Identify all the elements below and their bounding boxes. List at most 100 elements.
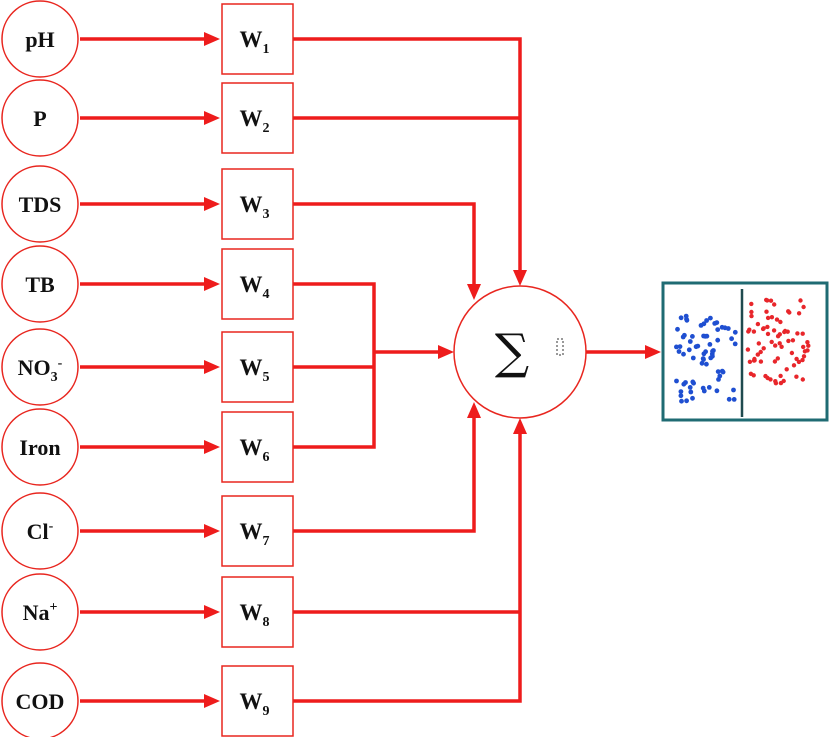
input-label: TB — [25, 272, 55, 297]
input-node-circle — [1, 662, 79, 737]
red-dot — [800, 331, 805, 336]
blue-dot — [675, 326, 680, 332]
weight-label-sub: 5 — [263, 370, 270, 385]
blue-dot — [712, 321, 718, 326]
red-dot — [775, 334, 781, 339]
weight-label-sub: 4 — [263, 287, 270, 302]
red-dot — [751, 329, 757, 334]
red-dot — [777, 341, 782, 346]
input-node-circle — [1, 0, 79, 78]
input-arrowhead — [204, 440, 220, 454]
input-label-base: pH — [25, 27, 54, 52]
input-node-circle — [1, 245, 79, 323]
input-label-base: TDS — [19, 192, 62, 217]
red-dot — [746, 329, 751, 334]
blue-dot — [731, 387, 736, 393]
weight-label-base: W — [240, 600, 263, 625]
input-arrowhead — [204, 111, 220, 125]
red-dot — [790, 338, 796, 343]
sum-arrowhead — [513, 270, 527, 286]
blue-dot — [702, 333, 708, 339]
weight-wire — [293, 37, 522, 272]
input-label: TDS — [19, 192, 62, 217]
blue-dot — [714, 388, 720, 394]
input-node-circle — [1, 492, 79, 570]
red-dot — [765, 298, 770, 303]
activation-mark-icon — [556, 338, 564, 356]
red-dot — [778, 319, 783, 325]
red-dot — [786, 338, 791, 344]
red-dot — [798, 298, 803, 303]
red-dot — [806, 343, 811, 348]
weight-wire — [293, 418, 476, 533]
weight-label-sub: 9 — [263, 704, 270, 719]
weight-label-sub: 1 — [263, 42, 270, 57]
weight-box — [221, 248, 294, 320]
red-dot — [745, 347, 751, 352]
sum-arrowhead — [438, 345, 454, 359]
red-dot — [787, 310, 792, 315]
blue-dot — [674, 344, 679, 350]
weight-label: W1 — [240, 27, 270, 57]
blue-dot — [703, 349, 708, 355]
output-arrowhead — [645, 345, 661, 359]
weight-label-base: W — [240, 689, 263, 714]
input-arrowhead — [204, 360, 220, 374]
red-dot — [769, 339, 774, 345]
red-dot — [761, 346, 766, 351]
red-dot — [755, 321, 761, 327]
blue-dot — [715, 327, 721, 332]
input-label: NO3- — [18, 355, 63, 385]
weight-label-base: W — [240, 106, 263, 131]
input-node-circle — [1, 573, 79, 651]
red-dot — [789, 350, 795, 356]
sum-arrowhead — [513, 418, 527, 434]
blue-dot — [715, 337, 721, 343]
blue-dot — [729, 336, 734, 342]
weight-label-base: W — [240, 355, 263, 380]
weight-wire — [293, 202, 476, 286]
input-node-circle — [1, 408, 79, 486]
red-dot — [779, 344, 784, 349]
blue-dot — [704, 361, 709, 367]
red-dot — [801, 304, 806, 310]
red-dot — [782, 328, 788, 334]
red-dot — [775, 356, 780, 361]
weight-label: W2 — [240, 106, 270, 136]
blue-dot — [687, 385, 693, 390]
red-dot — [795, 331, 800, 336]
red-dot — [749, 301, 754, 307]
weight-label: W8 — [240, 600, 270, 630]
red-dot — [796, 359, 802, 365]
red-dot — [749, 309, 754, 315]
red-dot — [784, 367, 789, 372]
blue-dot — [679, 398, 684, 404]
red-dot — [794, 374, 799, 379]
weight-label: W4 — [240, 272, 270, 302]
input-label: P — [33, 106, 46, 131]
input-label-base: Iron — [19, 435, 60, 460]
red-dot — [755, 352, 760, 357]
weight-box — [221, 665, 294, 737]
red-dot — [765, 315, 771, 321]
red-dot — [772, 302, 777, 307]
input-label-sub: 3 — [51, 370, 58, 385]
red-dot — [751, 373, 756, 378]
summation-symbol: ∑ — [495, 324, 529, 380]
red-dot — [794, 356, 799, 362]
input-label: Cl- — [27, 519, 54, 544]
red-dot — [773, 343, 778, 348]
blue-dot — [719, 368, 725, 374]
weight-label-base: W — [240, 192, 263, 217]
blue-dot — [690, 355, 696, 361]
weight-box — [221, 331, 294, 403]
blue-dot — [693, 344, 699, 350]
blue-dot — [700, 356, 706, 361]
blue-dot — [684, 398, 689, 404]
input-arrowhead — [204, 605, 220, 619]
red-dot — [758, 349, 763, 355]
weight-box — [221, 3, 294, 75]
